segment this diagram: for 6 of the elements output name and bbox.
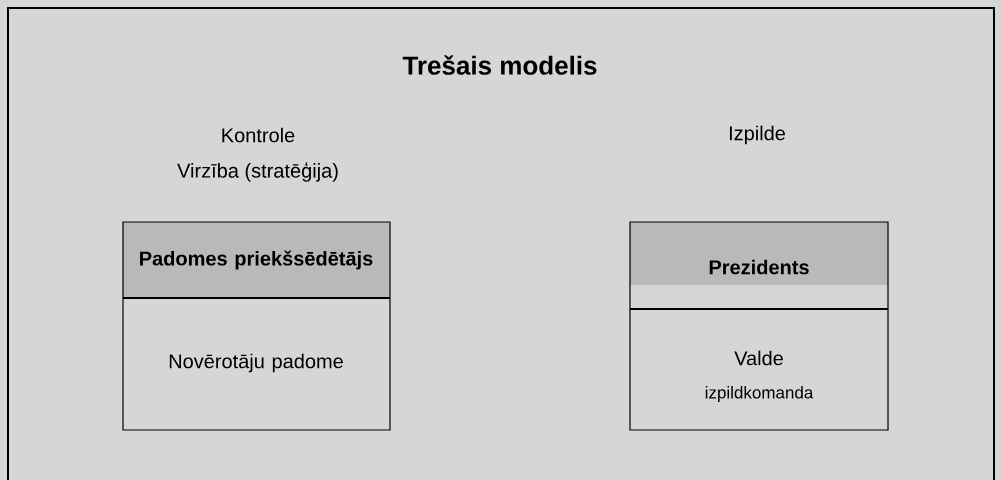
column-heading: Kontrole (222, 127, 295, 143)
column-heading: Virzība (stratēģija) (177, 162, 338, 182)
column-heading: Izpilde (729, 125, 785, 145)
org-box: Padomes priekšsēdētājs Novērotāju padome (122, 221, 391, 431)
title: Trešais modelis (402, 55, 597, 75)
org-box: Prezidents Valde izpildkomanda (629, 221, 889, 431)
